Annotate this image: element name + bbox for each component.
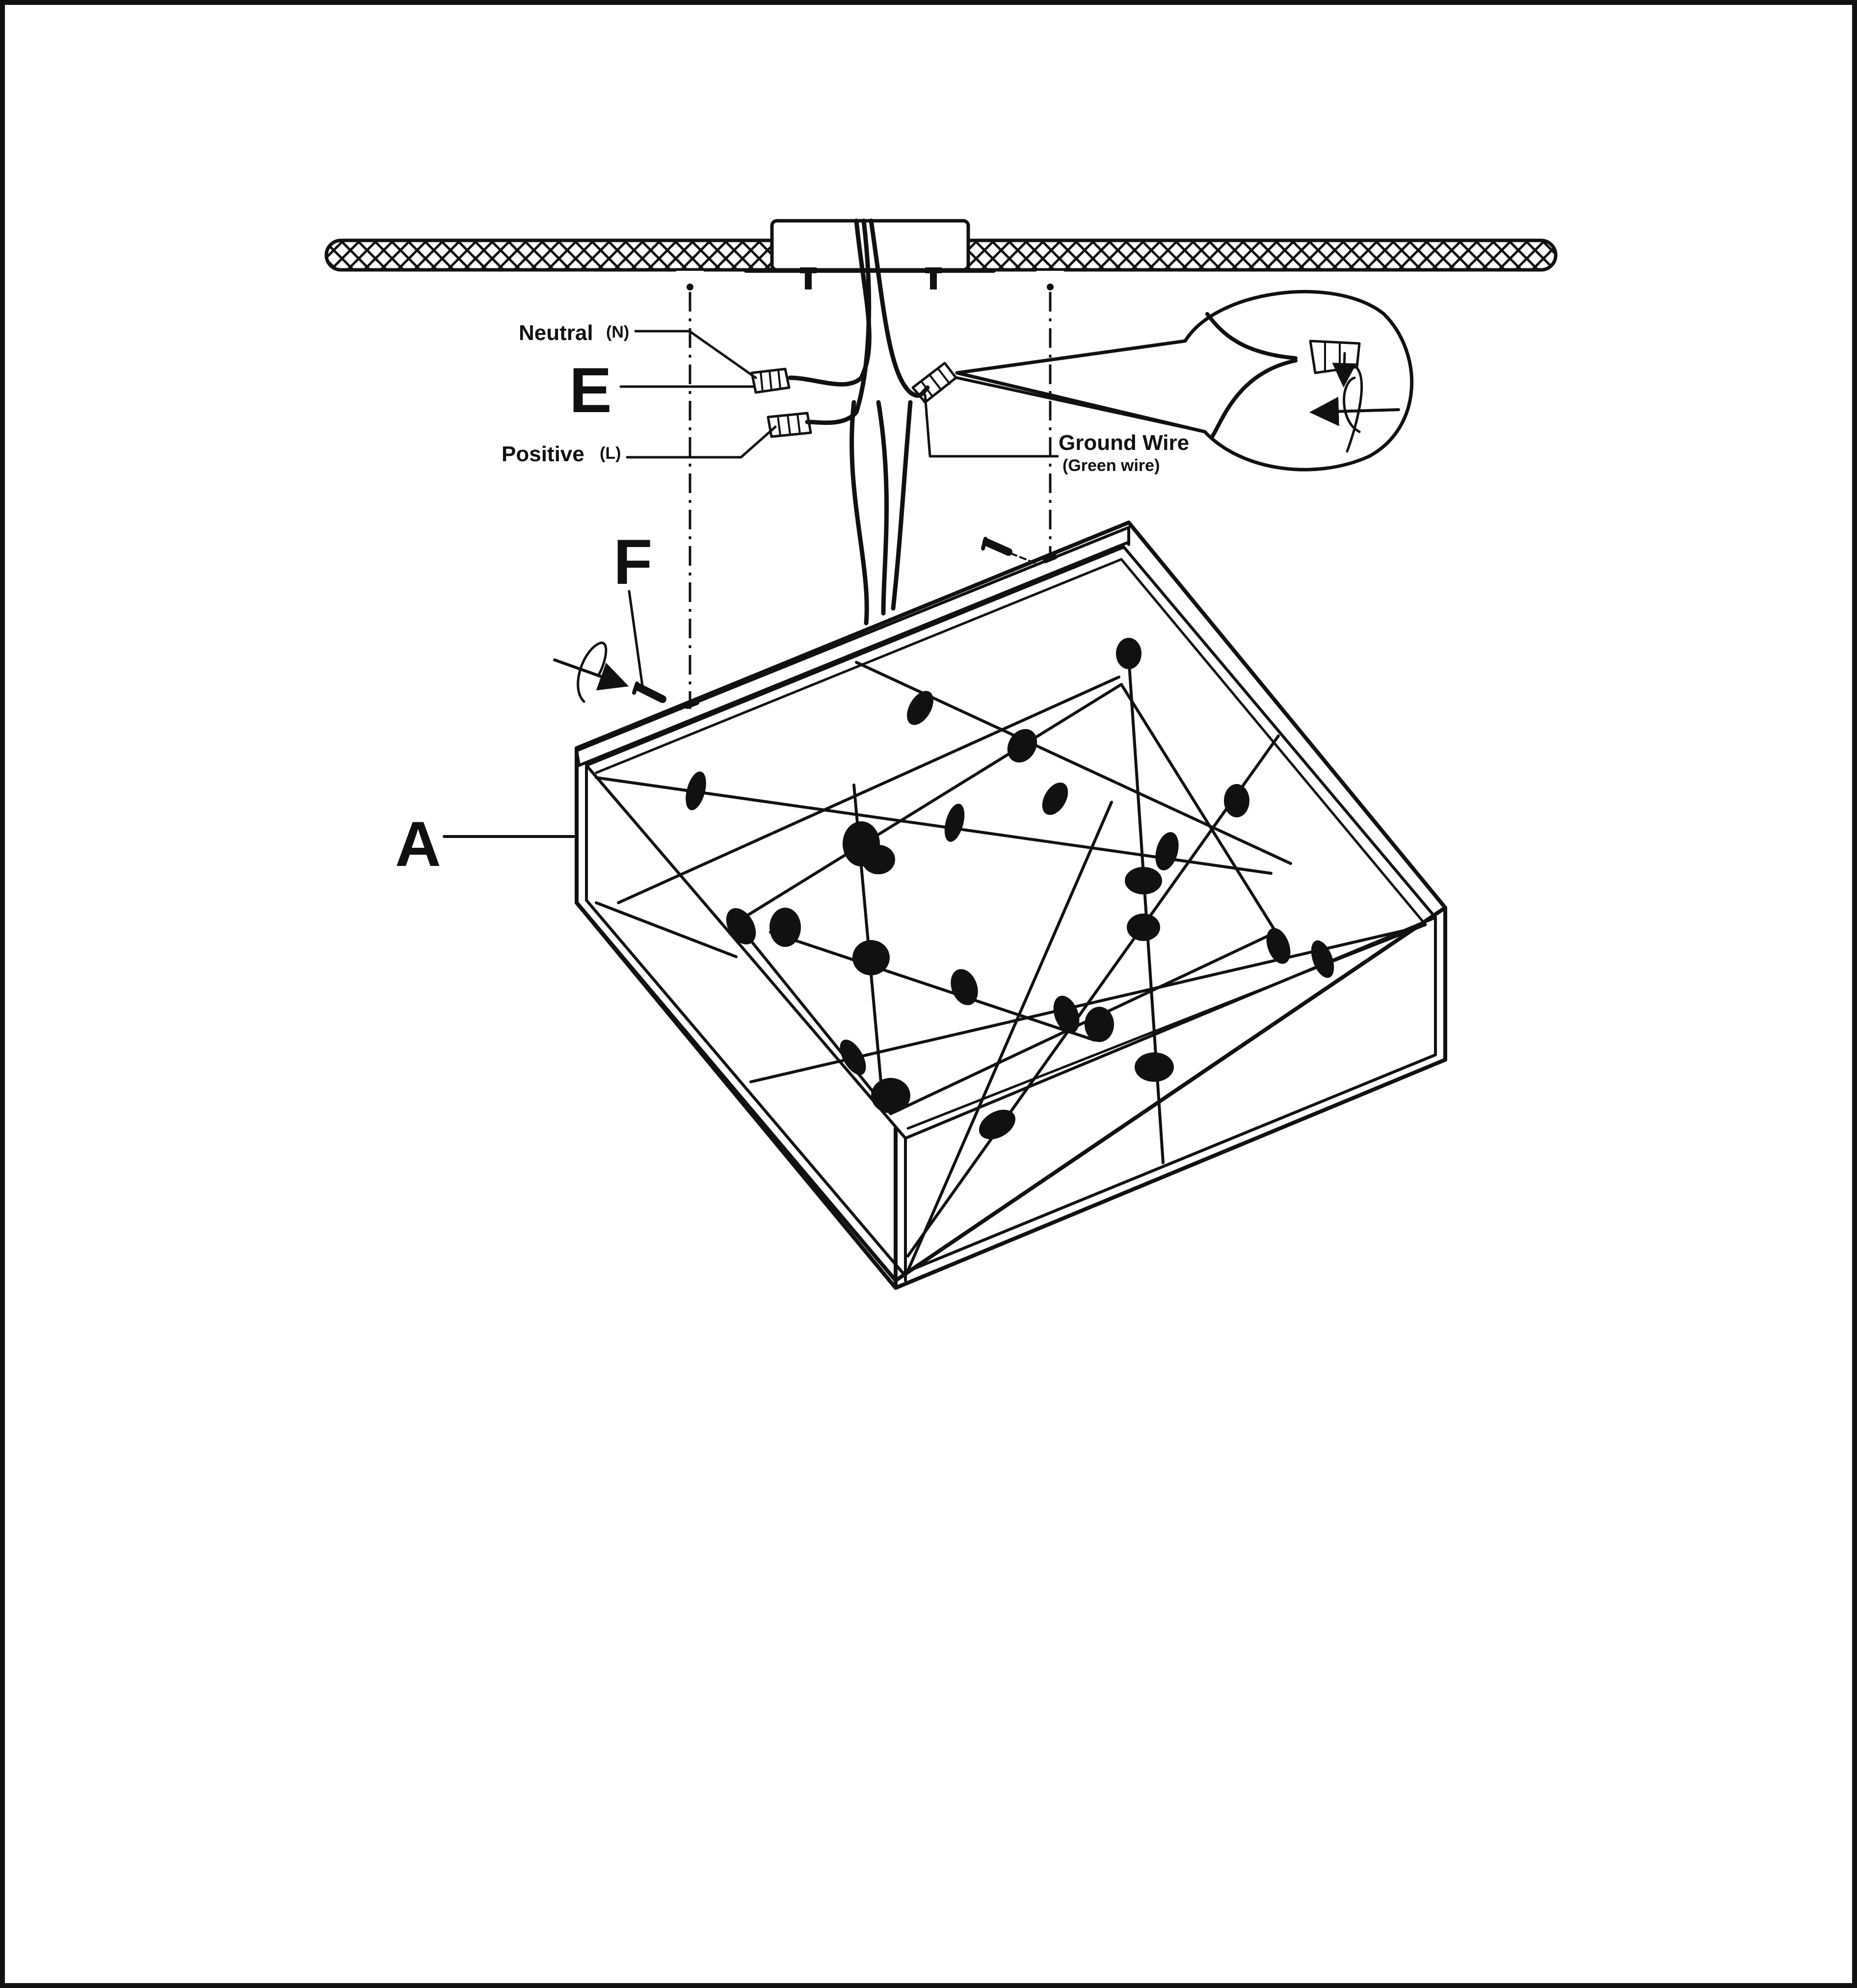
supply-wires — [788, 218, 930, 626]
label-ground-wire: Ground Wire — [1059, 431, 1189, 455]
crystal-bead — [769, 908, 801, 947]
crystal-bead — [1311, 940, 1334, 978]
crystal-bead — [1224, 784, 1249, 817]
crystal-bead — [1085, 1007, 1114, 1042]
crystal-bead — [951, 969, 978, 1005]
crystal-bead — [1127, 914, 1160, 941]
leader-lines — [443, 330, 1059, 838]
crystal-bead — [840, 1039, 866, 1075]
crystal-bead — [1266, 928, 1291, 964]
label-f: F — [613, 526, 652, 598]
crystal-bead — [1042, 782, 1068, 815]
crystal-bead — [944, 804, 965, 842]
light-fixture-frame — [575, 521, 1447, 1290]
crystal-bead — [979, 1109, 1015, 1140]
crystal-bead — [852, 940, 890, 975]
label-positive-sub: (L) — [600, 444, 621, 463]
label-neutral-sub: (N) — [606, 323, 629, 341]
label-a: A — [395, 808, 441, 880]
crystal-bead — [1053, 995, 1080, 1034]
label-positive: Positive — [502, 442, 584, 466]
label-ground-wire-sub: (Green wire) — [1062, 456, 1160, 475]
crystal-bead — [1125, 867, 1162, 894]
crystal-bead — [871, 1078, 910, 1113]
crystal-bead — [1007, 729, 1037, 763]
detail-magnifier — [955, 290, 1414, 471]
crystal-beads — [686, 638, 1334, 1140]
label-neutral: Neutral — [519, 321, 593, 345]
crystal-bead — [1155, 832, 1179, 871]
alignment-lines — [689, 292, 1052, 709]
wire-connector-neutral — [750, 367, 791, 394]
crystal-bead — [726, 908, 756, 944]
crystal-bead — [1135, 1052, 1174, 1082]
crystal-bead — [862, 845, 895, 874]
crystal-bead — [1116, 638, 1141, 669]
wire-connector-positive — [767, 412, 812, 438]
mounting-screw-left — [553, 641, 666, 703]
mounting-screw-right — [981, 537, 1036, 564]
label-e: E — [569, 354, 612, 426]
crystal-bead — [907, 691, 933, 725]
wire-connector-ground — [911, 362, 957, 404]
crystal-bead — [686, 771, 706, 811]
